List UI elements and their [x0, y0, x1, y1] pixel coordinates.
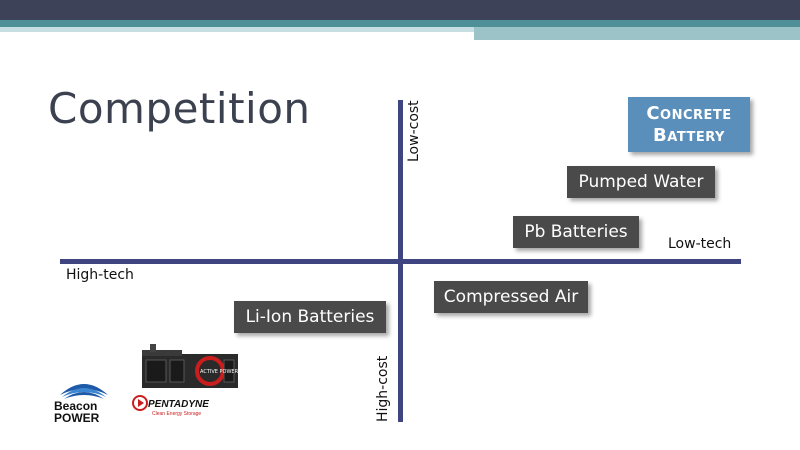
generator-text: ACTIVE POWER: [200, 369, 239, 375]
axis-label-low-tech: Low-tech: [668, 236, 732, 252]
horizontal-axis: [60, 259, 741, 264]
header-light-band: [0, 27, 800, 32]
active-power-generator-image: ACTIVE POWER: [142, 344, 239, 388]
header-teal-band: [0, 20, 800, 29]
header-right-accent: [474, 27, 800, 40]
compressed-air-box: Compressed Air: [434, 281, 588, 313]
pentadyne-text: PENTADYNE: [148, 399, 209, 410]
axis-label-low-cost: Low-cost: [406, 100, 422, 162]
slide-title: Competition: [48, 84, 311, 133]
pentadyne-tagline: Clean Energy Storage: [152, 411, 201, 417]
beacon-line2: POWER: [54, 411, 100, 423]
concrete-battery-box: Concrete Battery: [628, 97, 750, 152]
axis-label-high-tech: High-tech: [66, 267, 134, 283]
pb-batteries-box: Pb Batteries: [513, 216, 639, 248]
pentadyne-logo: PENTADYNE Clean Energy Storage: [132, 395, 209, 417]
beacon-power-logo: Beacon POWER: [54, 384, 108, 423]
header-dark-band: [0, 0, 800, 22]
concrete-battery-line2: Battery: [653, 124, 725, 146]
li-ion-batteries-box: Li-Ion Batteries: [234, 301, 386, 333]
axis-label-high-cost: High-cost: [375, 355, 391, 422]
concrete-battery-line1: Concrete: [646, 102, 732, 124]
pumped-water-box: Pumped Water: [567, 166, 715, 198]
beacon-line1: Beacon: [54, 399, 97, 413]
